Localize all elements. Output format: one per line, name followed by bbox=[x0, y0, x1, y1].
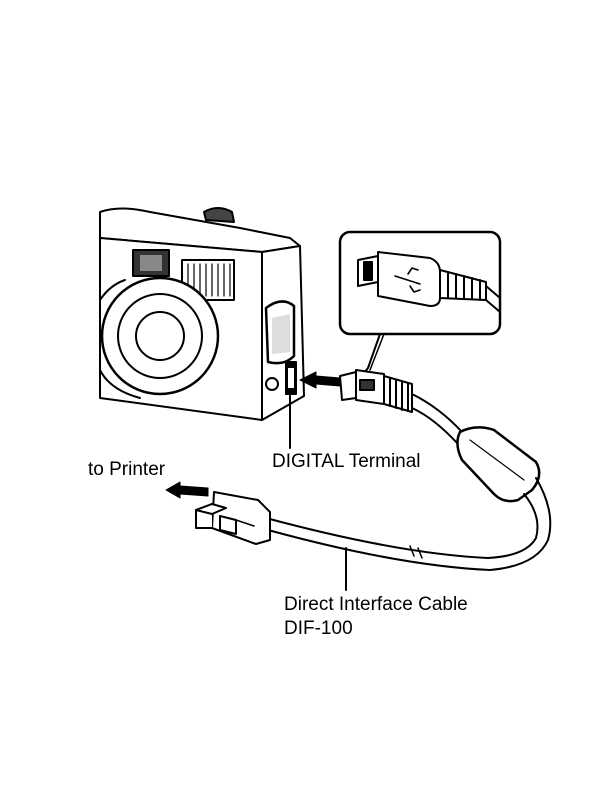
camera bbox=[100, 208, 304, 420]
cable-name-label: Direct Interface Cable bbox=[284, 594, 468, 616]
printer-connector bbox=[196, 492, 270, 544]
printer-arrow bbox=[166, 482, 208, 498]
cable-model-label: DIF-100 bbox=[284, 618, 353, 640]
camera-connector bbox=[340, 370, 412, 412]
digital-terminal-label: DIGITAL Terminal bbox=[272, 451, 421, 473]
connector-inset bbox=[340, 232, 500, 334]
cable bbox=[266, 394, 550, 570]
insert-arrow bbox=[300, 372, 340, 388]
to-printer-label: to Printer bbox=[88, 459, 165, 481]
